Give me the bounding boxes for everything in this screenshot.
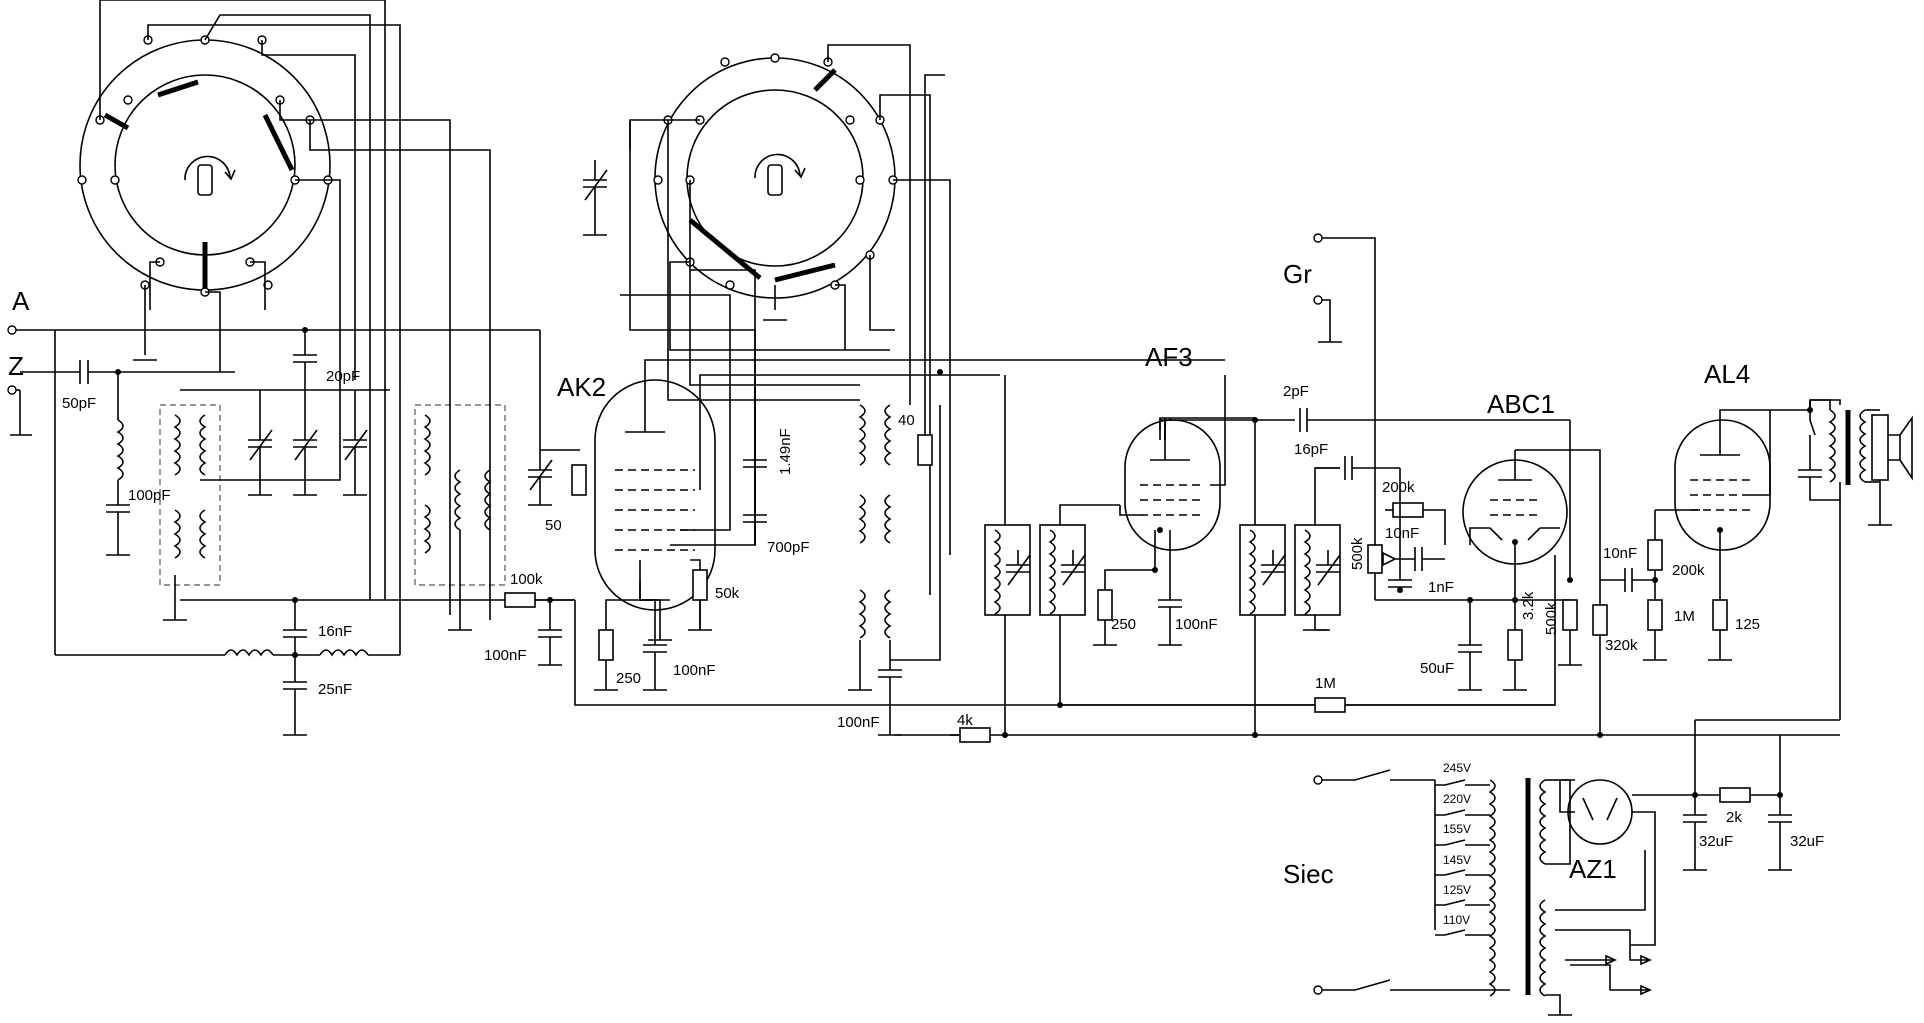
- label-32uf-a: 32uF: [1699, 833, 1733, 850]
- tube-al4-label: AL4: [1704, 359, 1750, 389]
- label-25nf: 25nF: [318, 681, 352, 698]
- label-500k-a: 500k: [1349, 537, 1366, 570]
- label-100nf-c: 100nF: [837, 714, 880, 731]
- label-16pf: 16pF: [1294, 441, 1328, 458]
- label-320k: 320k: [1605, 637, 1638, 654]
- label-2k: 2k: [1726, 809, 1742, 826]
- tube-af3: [1093, 375, 1256, 646]
- tube-abc1-label: ABC1: [1487, 389, 1555, 419]
- label-100pf: 100pF: [128, 487, 171, 504]
- tap-220v: 220V: [1443, 792, 1471, 806]
- power-supply: [1313, 769, 1792, 1016]
- label-200k-a: 200k: [1382, 479, 1415, 496]
- output-stage: [1770, 399, 1913, 720]
- label-100nf-b: 100nF: [673, 662, 716, 679]
- label-50uf: 50uF: [1420, 660, 1454, 677]
- labels: A Z Gr Siec AK2 AF3 ABC1 AL4 AZ1 50pF 10…: [8, 259, 1824, 927]
- tube-az1-label: AZ1: [1569, 854, 1617, 884]
- ground-label: Z: [8, 351, 24, 381]
- if-filter-2: [1159, 417, 1341, 735]
- label-50pf: 50pF: [62, 395, 96, 412]
- antenna-label: A: [12, 286, 30, 316]
- label-700pf: 700pF: [767, 539, 810, 556]
- label-32uf-b: 32uF: [1790, 833, 1824, 850]
- coupling-2pf-16pf: [1255, 408, 1571, 580]
- voltage-tap-switches: [1435, 779, 1490, 936]
- tap-110v: 110V: [1443, 913, 1470, 927]
- label-16nf: 16nF: [318, 623, 352, 640]
- tap-145v: 145V: [1443, 853, 1471, 867]
- label-100k-a: 100k: [510, 571, 543, 588]
- tube-ak2: [594, 269, 1225, 691]
- label-250-a: 250: [616, 670, 641, 687]
- tube-abc1: [1367, 449, 1601, 691]
- gramophone-input: [1313, 233, 1376, 545]
- label-149nf: 1.49nF: [777, 428, 794, 475]
- label-250-b: 250: [1111, 616, 1136, 633]
- tap-155v: 155V: [1443, 822, 1471, 836]
- label-125: 125: [1735, 616, 1760, 633]
- label-trim-50: 50: [545, 517, 562, 534]
- tube-ak2-label: AK2: [557, 372, 606, 402]
- label-100nf-a: 100nF: [484, 647, 527, 664]
- label-10nf-a: 10nF: [1385, 525, 1419, 542]
- label-1m-b: 1M: [1674, 608, 1695, 625]
- band-switch-left: [77, 35, 333, 297]
- tap-125v: 125V: [1443, 883, 1471, 897]
- label-500k-b: 500k: [1543, 602, 1560, 635]
- if-filter-1: [984, 375, 1120, 735]
- ht-supply-bus: [895, 697, 1840, 795]
- label-40: 40: [898, 412, 915, 429]
- tube-al4: [1674, 409, 1771, 661]
- label-10nf-b: 10nF: [1603, 545, 1637, 562]
- tube-af3-label: AF3: [1145, 342, 1193, 372]
- oscillator-section: [583, 44, 951, 595]
- label-100nf-d: 100nF: [1175, 616, 1218, 633]
- ak2-plate-network: [743, 380, 941, 736]
- tap-245v: 245V: [1443, 761, 1471, 775]
- switch-left-wiring: [99, 0, 491, 620]
- gramophone-label: Gr: [1283, 259, 1312, 289]
- label-4k: 4k: [957, 712, 973, 729]
- label-20pf: 20pF: [326, 368, 360, 385]
- label-3-2k: 3.2k: [1520, 591, 1537, 620]
- label-1m-a: 1M: [1315, 675, 1336, 692]
- tuning-capacitors-front: [248, 390, 368, 496]
- coil-box-antenna: [159, 404, 221, 621]
- label-50k: 50k: [715, 585, 740, 602]
- label-2pf: 2pF: [1283, 383, 1309, 400]
- mains-label: Siec: [1283, 859, 1334, 889]
- label-200k-b: 200k: [1672, 562, 1705, 579]
- coil-box-oscillator: [414, 404, 506, 631]
- label-1nf: 1nF: [1428, 579, 1454, 596]
